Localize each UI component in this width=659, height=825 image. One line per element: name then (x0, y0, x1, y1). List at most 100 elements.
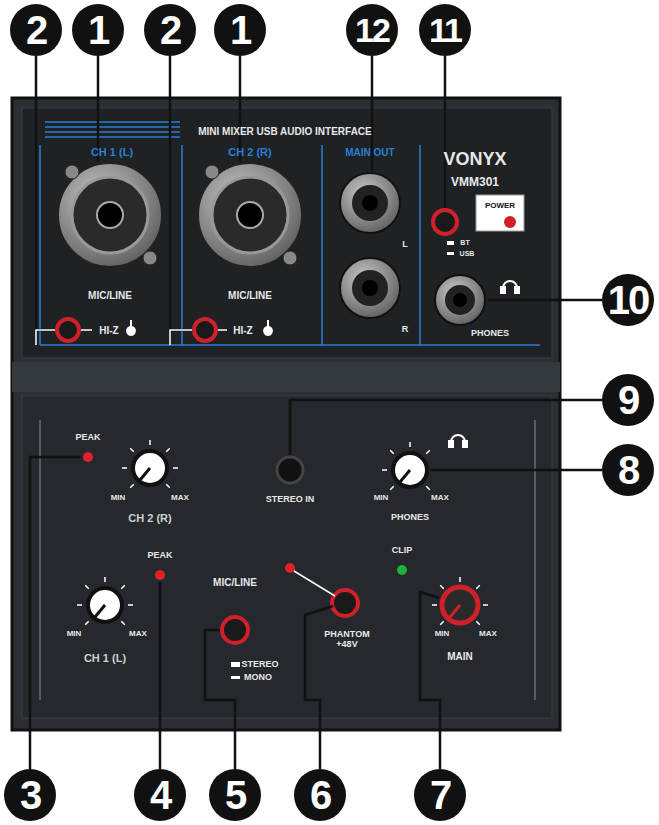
power-led (504, 216, 516, 228)
panel-label: MIC/LINE (88, 290, 132, 301)
knob-tick (130, 448, 134, 452)
leader-line (420, 592, 440, 769)
jack-body (198, 163, 302, 267)
phones-knob (393, 453, 427, 487)
panel-label: MAX (431, 494, 449, 503)
screw (283, 251, 297, 265)
main-out-jacks (340, 173, 400, 318)
panel-label: R (402, 325, 409, 335)
stripe (45, 131, 180, 133)
panel-label: MAX (129, 630, 147, 639)
callout-number: 5 (209, 769, 261, 821)
leader-line (30, 457, 81, 769)
panel-label: PHONES (391, 513, 429, 523)
knob-tick (432, 604, 437, 606)
knob-tick (483, 604, 488, 606)
knob-ticks (77, 440, 488, 625)
knob-tick (440, 585, 444, 589)
guitar-icon (126, 320, 136, 336)
stripe (45, 121, 180, 123)
knob-tick (149, 440, 151, 445)
headphone-cup (515, 287, 519, 293)
panel-label: L (402, 240, 408, 250)
dash (81, 329, 92, 331)
callout-number: 12 (346, 4, 398, 56)
knob-tick (121, 585, 125, 589)
panel-line (40, 420, 41, 700)
callout-number: 3 (4, 769, 56, 821)
phantom-led (285, 563, 295, 573)
jack-ring (352, 185, 388, 221)
knob-tick (459, 577, 461, 582)
panel-label: VONYX (443, 150, 506, 170)
panel-label: POWER (485, 202, 515, 211)
up-icon (231, 662, 240, 667)
control-panel (22, 396, 552, 718)
up-icon (447, 241, 454, 245)
callout-number: 2 (10, 4, 62, 56)
knob-tick (476, 621, 480, 625)
panel-label: CH 2 (R) (128, 512, 171, 524)
panel-label: MAX (171, 494, 189, 503)
leader-line (488, 299, 602, 302)
knob-tick (128, 604, 133, 606)
panel-label: MONO (244, 673, 272, 683)
panel-divider (12, 362, 560, 392)
callout-number: 10 (602, 274, 654, 326)
panel-label: PEAK (147, 551, 172, 561)
leader-line (290, 400, 602, 455)
jack-body (435, 275, 485, 325)
jack-hole (97, 202, 123, 228)
callout-number: 11 (419, 4, 471, 56)
callout-number: 9 (602, 374, 654, 426)
hi-z-button (57, 319, 79, 341)
knob-pointer (140, 468, 150, 480)
knob-tick (122, 467, 127, 469)
leader-line (36, 330, 55, 345)
bt-usb-button (433, 210, 457, 234)
knob-tick (130, 484, 134, 488)
knob-tick (390, 450, 394, 454)
screw (65, 165, 79, 179)
leader-line (170, 330, 192, 345)
knob-tick (173, 467, 178, 469)
panel-label: VMM301 (451, 176, 499, 189)
headphone-icons (449, 281, 519, 447)
panel-label: MIN (111, 494, 126, 503)
panel-label: MIC/LINE (228, 290, 272, 301)
clip-led (397, 565, 407, 575)
leader-line (36, 56, 55, 330)
leader-line (205, 630, 235, 769)
dash (218, 329, 227, 331)
jack-hole (362, 195, 378, 211)
callout-number: 2 (144, 4, 196, 56)
stripe (45, 136, 180, 138)
panel-line (535, 420, 536, 700)
callout-number: 4 (134, 769, 186, 821)
divider (419, 145, 421, 345)
panel-label: MAIN (447, 651, 473, 662)
panel-label: BT (460, 239, 469, 247)
screw (143, 251, 157, 265)
stereo-mono-button (222, 617, 248, 643)
hi-z-button (194, 319, 216, 341)
panel-label: CLIP (392, 546, 413, 556)
jack-ring (212, 177, 288, 253)
jack-body (340, 173, 400, 233)
knob-tick (166, 448, 170, 452)
red-buttons (57, 210, 457, 643)
panel-label: MIN (374, 494, 389, 503)
panel-label: PEAK (75, 433, 100, 443)
knob-tick (85, 585, 89, 589)
ch1-knob (88, 588, 122, 622)
panel-label: MAX (479, 630, 497, 639)
down-icon (231, 676, 240, 679)
panel-label: CH 1 (L) (84, 652, 126, 664)
panel-label: PHANTOM +48V (318, 630, 376, 650)
knob-tick (426, 486, 430, 490)
knob-tick (104, 577, 106, 582)
panel-label: MIC/LINE (213, 577, 257, 588)
divider (321, 145, 323, 345)
callout-number: 6 (294, 769, 346, 821)
phones-jack (435, 275, 485, 325)
